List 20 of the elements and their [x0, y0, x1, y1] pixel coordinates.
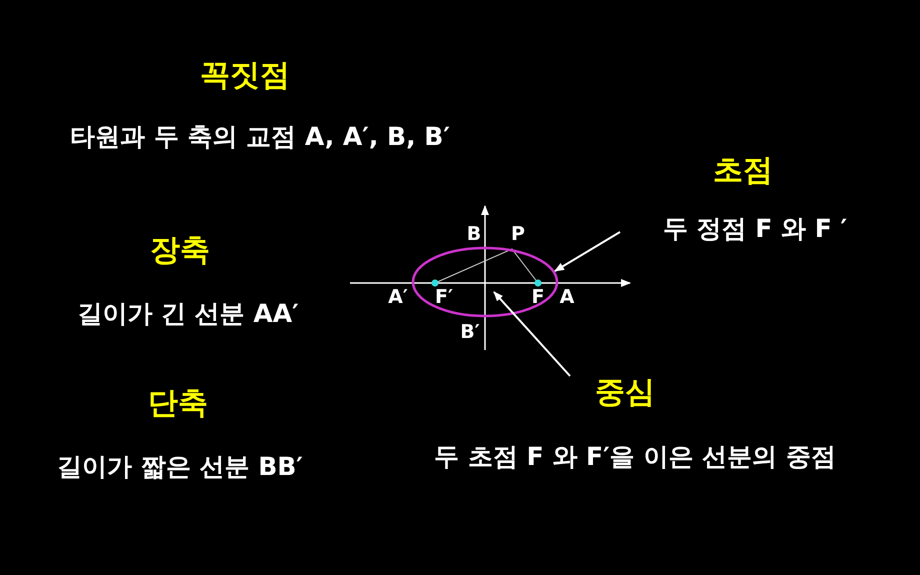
definition-text: 길이가 짧은 선분 BB′ — [57, 451, 303, 483]
point-label: P — [511, 223, 525, 245]
definition-text: 두 정점 F 와 F ′ — [662, 213, 848, 245]
term-heading: 꼭짓점 — [200, 57, 290, 95]
point-label: F — [532, 286, 544, 308]
point-label: F′ — [435, 286, 453, 308]
point-label: B′ — [460, 321, 480, 343]
term-heading: 중심 — [595, 374, 655, 412]
definition-text: 길이가 긴 선분 AA′ — [77, 298, 299, 330]
definition-text: 타원과 두 축의 교점 A, A′, B, B′ — [70, 121, 450, 153]
ellipse-curve — [412, 246, 558, 318]
term-heading: 초점 — [713, 152, 773, 190]
term-heading: 장축 — [150, 232, 210, 270]
point-label: A — [560, 286, 574, 308]
point-label: A′ — [388, 286, 408, 308]
leader-line — [554, 231, 621, 272]
term-heading: 단축 — [148, 385, 208, 423]
point-label: B — [466, 223, 482, 245]
definition-text: 두 초점 F 와 F′을 이은 선분의 중점 — [434, 441, 836, 473]
leader-line — [493, 291, 571, 377]
